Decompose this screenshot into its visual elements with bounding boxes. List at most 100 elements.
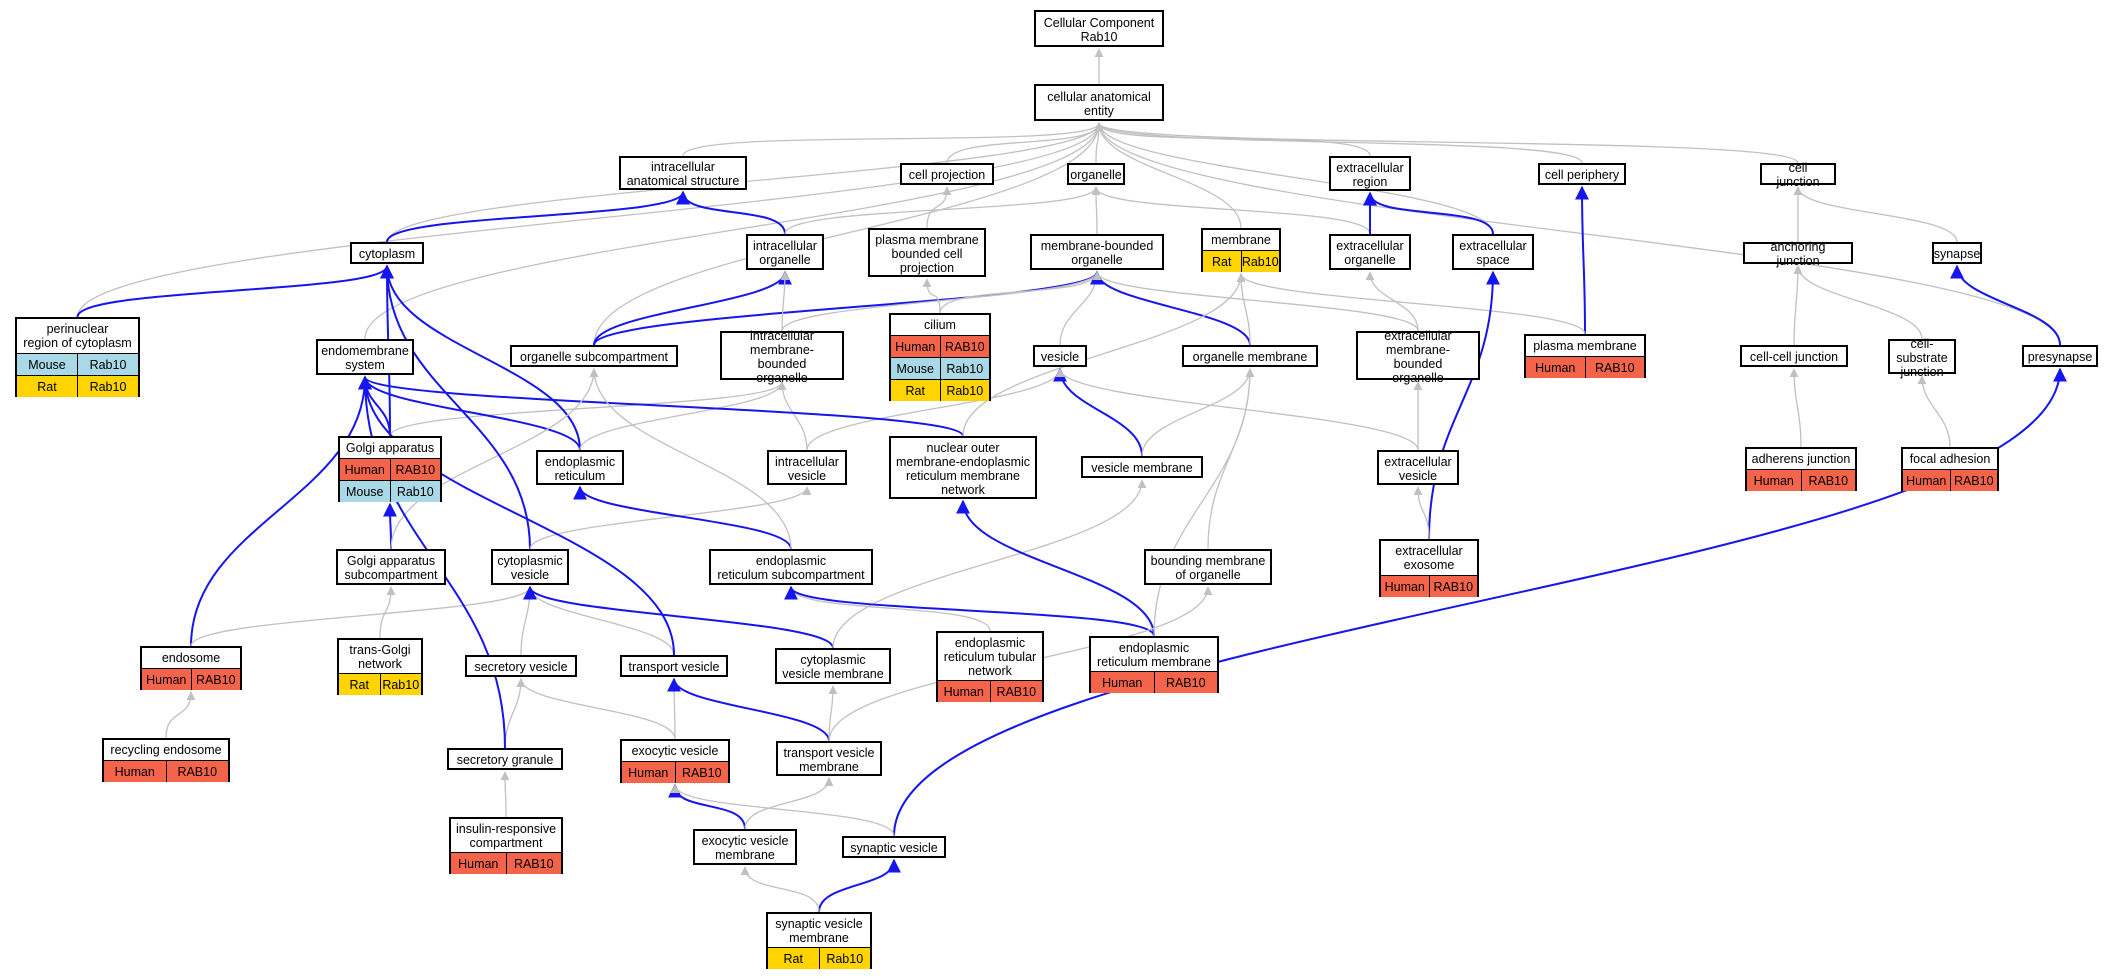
node-presyn[interactable]: presynapse: [2022, 345, 2098, 367]
node-secves[interactable]: secretory vesicle: [465, 655, 577, 677]
node-imbo[interactable]: intracellular membrane-bounded organelle: [720, 329, 844, 385]
edge-presyn-to-synapse: [1950, 264, 2061, 346]
node-label: extracellular vesicle: [1384, 454, 1452, 483]
node-label: focal adhesion: [1909, 452, 1991, 466]
species-cell: Mouse: [28, 357, 66, 372]
node-tvm[interactable]: transport vesicle membrane: [776, 741, 882, 776]
node-orgsub[interactable]: organelle subcompartment: [510, 345, 678, 367]
node-cvm[interactable]: cytoplasmic vesicle membrane: [775, 648, 891, 684]
edge-orgsub-to-mbo: [593, 270, 1104, 346]
edge-tgn-to-golgisub: [379, 586, 396, 639]
node-extves[interactable]: extracellular vesicle: [1377, 450, 1459, 485]
node-synapse[interactable]: synapse: [1932, 242, 1982, 264]
species-cell: Human: [146, 672, 187, 687]
node-label: cellular anatomical entity: [1047, 89, 1151, 118]
edge-celljunc-to-cae: [1094, 122, 1799, 164]
node-vesmem[interactable]: vesicle membrane: [1081, 456, 1203, 478]
edge-adhjunc-to-ccjunc: [1789, 368, 1802, 448]
node-embo[interactable]: extracellular membrane-bounded organelle: [1356, 329, 1480, 385]
edge-synves-to-presyn: [893, 367, 2067, 837]
node-celljunc[interactable]: cell junction: [1760, 161, 1836, 189]
node-label: presynapse: [2027, 350, 2093, 364]
node-cae[interactable]: cellular anatomical entity: [1034, 84, 1164, 121]
node-anchjunc[interactable]: anchoring junction: [1743, 240, 1853, 268]
node-evm[interactable]: exocytic vesicle membrane: [693, 829, 797, 865]
node-mbo[interactable]: membrane-bounded organelle: [1030, 234, 1164, 270]
edge-cilium-to-pmbcp: [922, 278, 941, 314]
node-ersub[interactable]: endoplasmic reticulum subcompartment: [709, 549, 873, 585]
node-root[interactable]: Cellular Component Rab10: [1034, 10, 1164, 47]
node-label: membrane: [1211, 233, 1271, 247]
edge-er-to-imbo: [579, 381, 787, 451]
node-transves[interactable]: transport vesicle: [620, 655, 728, 677]
species-cell: Human: [1535, 360, 1576, 375]
node-vesicle[interactable]: vesicle: [1033, 345, 1087, 367]
edge-tvm-to-cvm: [828, 685, 838, 742]
node-extorg[interactable]: extracellular organelle: [1329, 234, 1411, 270]
node-cellper[interactable]: cell periphery: [1538, 163, 1626, 185]
node-orgmem[interactable]: organelle membrane: [1182, 345, 1318, 367]
node-ccjunc[interactable]: cell-cell junction: [1740, 345, 1848, 367]
node-extreg[interactable]: extracellular region: [1329, 156, 1411, 191]
edge-plasmamem-to-membrane: [1236, 273, 1586, 335]
node-organelle[interactable]: organelle: [1067, 163, 1125, 185]
node-cytoplasm[interactable]: cytoplasm: [350, 242, 424, 264]
node-cytves[interactable]: cytoplasmic vesicle: [491, 549, 569, 585]
edge-vesmem-to-orgmem: [1141, 368, 1255, 457]
node-extspace[interactable]: extracellular space: [1452, 234, 1534, 270]
node-golgisub[interactable]: Golgi apparatus subcompartment: [336, 549, 446, 585]
edge-ersub-to-orgsub: [589, 368, 792, 550]
node-bmo[interactable]: bounding membrane of organelle: [1144, 549, 1272, 585]
edge-ertub-to-ersub: [786, 586, 991, 632]
edge-er-to-endosys: [358, 375, 581, 451]
node-endosys[interactable]: endomembrane system: [316, 339, 414, 375]
edge-pmbcp-to-cellproj: [926, 186, 952, 229]
node-label: synapse: [1933, 247, 1981, 261]
node-intves[interactable]: intracellular vesicle: [767, 450, 847, 485]
node-label: extracellular region: [1336, 160, 1404, 189]
node-nomer[interactable]: nuclear outer membrane-endoplasmic retic…: [889, 436, 1037, 499]
gene-symbol-cell: RAB10: [190, 669, 241, 690]
node-csjunc[interactable]: cell-substrate junction: [1888, 337, 1956, 379]
edge-irc-to-secgran: [500, 771, 510, 818]
gene-symbol-cell: Rab10: [379, 674, 422, 695]
node-label: secretory granule: [456, 753, 554, 767]
node-cellproj[interactable]: cell projection: [900, 163, 994, 185]
species-cell: Human: [1906, 473, 1947, 488]
node-intorg[interactable]: intracellular organelle: [746, 234, 824, 270]
node-pmbcp[interactable]: plasma membrane bounded cell projection: [868, 228, 986, 277]
node-secgran[interactable]: secretory granule: [447, 748, 563, 770]
node-synves[interactable]: synaptic vesicle: [842, 836, 946, 858]
node-label: intracellular anatomical structure: [626, 160, 740, 188]
edge-er-to-cytoplasm: [380, 264, 581, 451]
node-label: organelle subcompartment: [520, 350, 668, 364]
node-label: intracellular organelle: [753, 239, 817, 267]
node-ias[interactable]: intracellular anatomical structure: [619, 156, 747, 190]
node-er[interactable]: endoplasmic reticulum: [536, 450, 624, 485]
edge-orgsub-to-intorg: [593, 270, 792, 346]
edge-ersub-to-er: [573, 485, 792, 550]
edge-synapse-to-celljunc: [1793, 186, 1958, 243]
species-cell: Rat: [905, 383, 925, 398]
